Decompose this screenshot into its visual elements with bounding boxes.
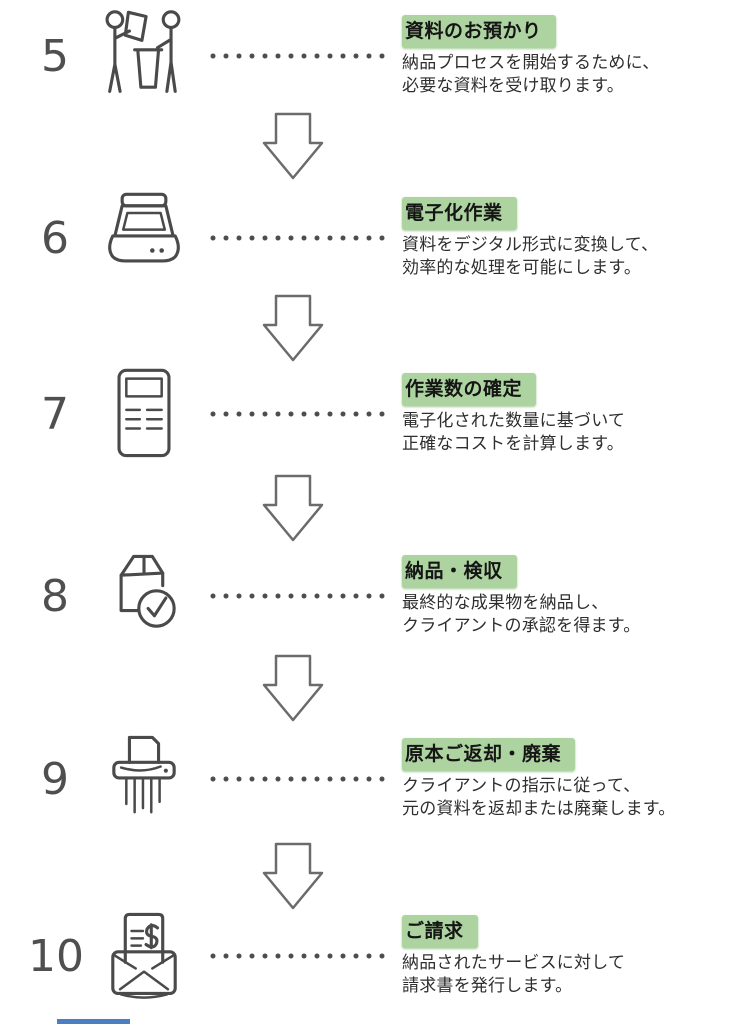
- step-row-8: 8 納品・検収 最終的な成果物を納品し、 クライアントの承認を得ます。: [0, 544, 732, 648]
- step-title: 電子化作業: [402, 196, 517, 230]
- invoice-envelope-icon: [88, 904, 200, 1008]
- step-number: 8: [41, 570, 69, 622]
- step-desc-line2: 正確なコストを計算します。: [402, 434, 624, 453]
- scanner-icon: [88, 186, 200, 290]
- step-title: 作業数の確定: [402, 372, 537, 406]
- step-text: ご請求 納品されたサービスに対して 請求書を発行します。: [402, 914, 727, 998]
- dotted-leader: [210, 234, 388, 242]
- step-desc-line1: 電子化された数量に基づいて: [402, 410, 626, 430]
- step-title: 納品・検収: [402, 554, 517, 588]
- step-title: ご請求: [402, 914, 478, 948]
- down-arrow-icon: [262, 654, 324, 722]
- down-arrow-icon: [262, 474, 324, 542]
- step-number: 5: [41, 30, 69, 82]
- dotted-leader: [210, 592, 388, 600]
- step-number: 10: [28, 930, 84, 982]
- bottom-accent-bar: [57, 1019, 130, 1024]
- step-desc-line2: 請求書を発行します。: [402, 976, 573, 995]
- step-number: 6: [41, 212, 69, 264]
- step-row-10: 10 ご請求 納品されたサービスに対して 請求書を発行します。: [0, 900, 732, 1012]
- step-number: 9: [41, 753, 69, 805]
- step-desc-line1: 最終的な成果物を納品し、: [402, 592, 609, 612]
- document-handover-icon: [88, 4, 200, 108]
- step-desc-line2: 元の資料を返却または廃棄します。: [402, 799, 676, 818]
- shredder-icon: [88, 727, 200, 831]
- down-arrow-icon: [262, 112, 324, 180]
- step-row-7: 7 作業数の確定 電子化された数量に基づいて 正確なコストを計算します。: [0, 364, 732, 464]
- step-text: 電子化作業 資料をデジタル形式に変換して、 効率的な処理を可能にします。: [402, 196, 727, 280]
- step-row-6: 6 電子化作業 資料をデジタル形式に変換して、 効率的な処理を可能にします。: [0, 186, 732, 290]
- step-text: 納品・検収 最終的な成果物を納品し、 クライアントの承認を得ます。: [402, 554, 727, 638]
- step-desc-line1: クライアントの指示に従って、: [402, 775, 641, 795]
- dotted-leader: [210, 775, 388, 783]
- step-desc-line1: 納品プロセスを開始するために、: [402, 52, 660, 72]
- step-number: 7: [41, 388, 69, 440]
- step-desc-line2: 効率的な処理を可能にします。: [402, 258, 642, 277]
- delivery-check-icon: [88, 544, 200, 648]
- dotted-leader: [210, 952, 388, 960]
- step-row-5: 5 資料のお預かり 納品プロセスを開始するために、 必要な資料を受け取ります。: [0, 6, 732, 106]
- step-title: 資料のお預かり: [402, 14, 556, 48]
- step-text: 原本ご返却・廃棄 クライアントの指示に従って、 元の資料を返却または廃棄します。: [402, 737, 727, 821]
- step-text: 作業数の確定 電子化された数量に基づいて 正確なコストを計算します。: [402, 372, 727, 456]
- dotted-leader: [210, 52, 388, 60]
- step-desc-line1: 資料をデジタル形式に変換して、: [402, 234, 659, 254]
- step-desc-line2: クライアントの承認を得ます。: [402, 616, 641, 635]
- down-arrow-icon: [262, 294, 324, 362]
- step-desc-line1: 納品されたサービスに対して: [402, 952, 626, 972]
- step-desc-line2: 必要な資料を受け取ります。: [402, 76, 624, 95]
- step-text: 資料のお預かり 納品プロセスを開始するために、 必要な資料を受け取ります。: [402, 14, 727, 98]
- step-title: 原本ご返却・廃棄: [402, 737, 576, 771]
- document-list-icon: [88, 362, 200, 466]
- dotted-leader: [210, 410, 388, 418]
- step-row-9: 9 原本ご返却・廃棄 クライアントの指示に従って、 元の資料を返却または廃棄しま…: [0, 724, 732, 834]
- down-arrow-icon: [262, 842, 324, 910]
